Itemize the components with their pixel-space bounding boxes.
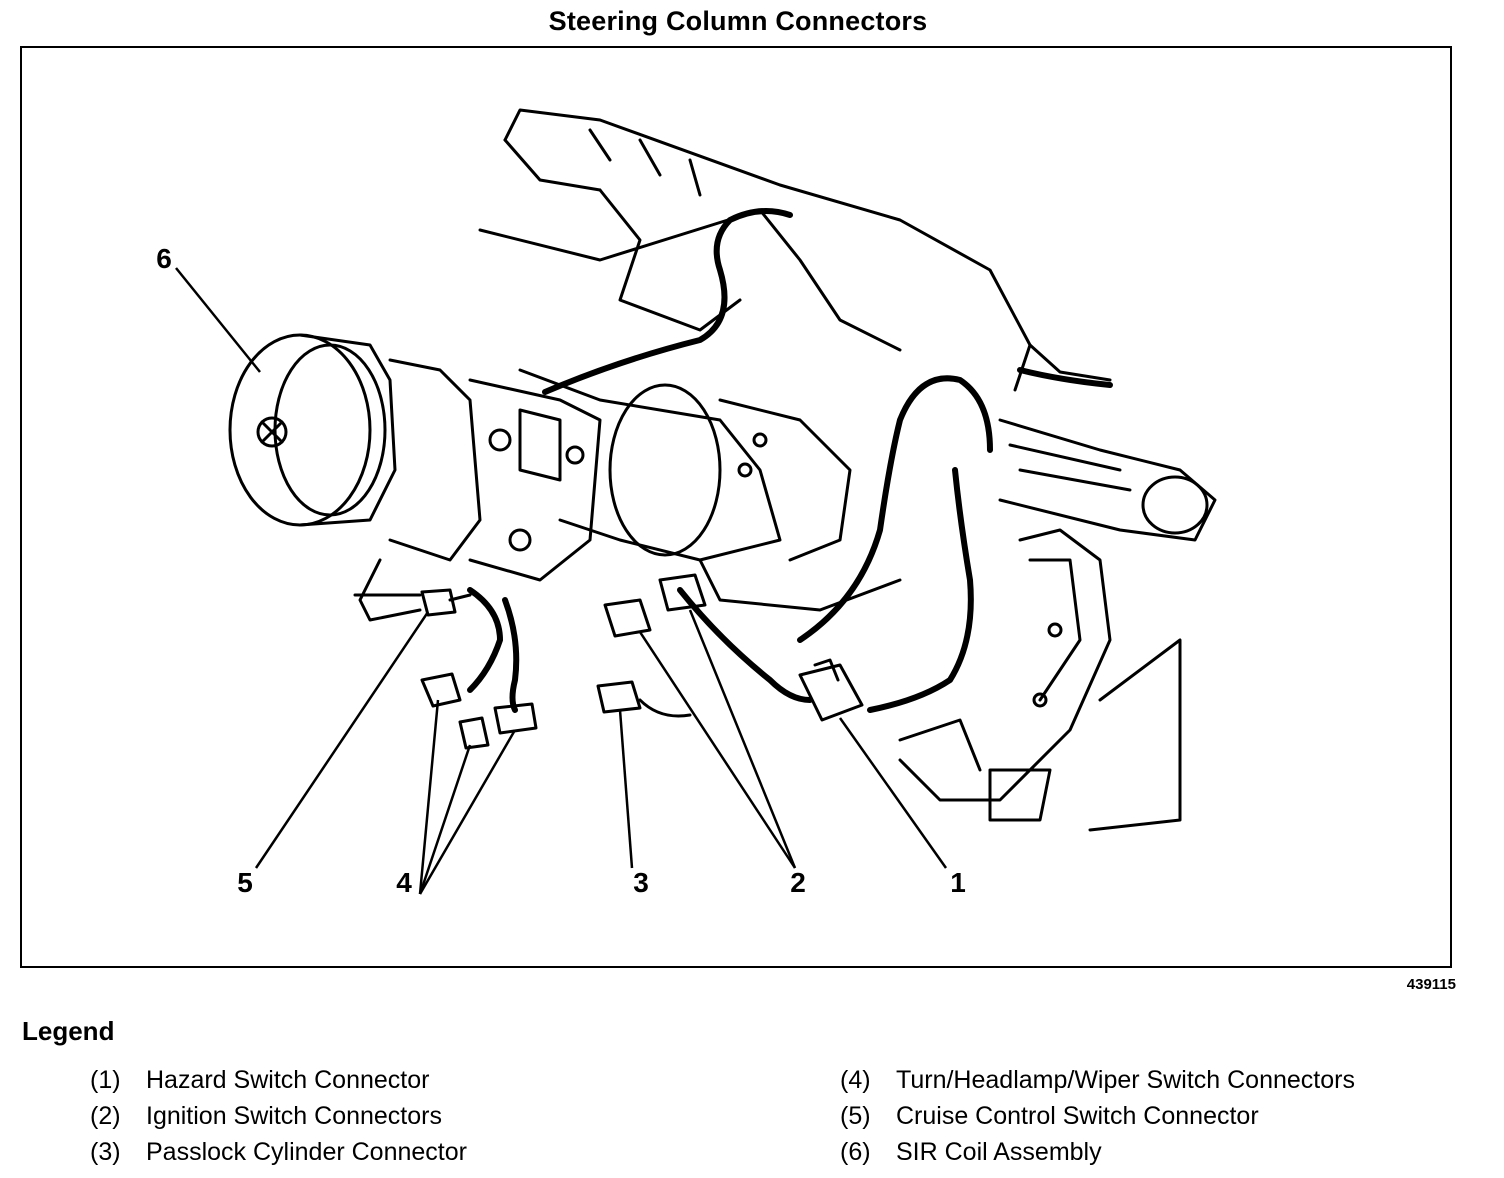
leader-line-2a xyxy=(638,631,797,869)
legend-item: (6) SIR Coil Assembly xyxy=(840,1138,1102,1167)
turn-headlamp-wiper-connectors xyxy=(420,672,538,750)
legend-item-number: (4) xyxy=(840,1066,871,1094)
leader-line-4c xyxy=(418,729,517,895)
legend-item-label: Turn/Headlamp/Wiper Switch Connectors xyxy=(896,1066,1355,1094)
legend-item-label: Hazard Switch Connector xyxy=(146,1066,430,1094)
ignition-switch-connectors xyxy=(603,573,707,638)
leader-line-1 xyxy=(838,717,948,869)
callout-4: 4 xyxy=(396,867,412,898)
legend-item: (1) Hazard Switch Connector xyxy=(90,1066,429,1095)
leader-lines xyxy=(175,267,948,895)
passlock-cylinder-connector xyxy=(596,680,692,718)
illustration-frame xyxy=(20,46,1452,968)
callout-6: 6 xyxy=(156,243,172,274)
legend-item: (3) Passlock Cylinder Connector xyxy=(90,1138,467,1167)
leader-line-3 xyxy=(618,709,634,869)
legend-item-number: (2) xyxy=(90,1102,121,1130)
callout-2: 2 xyxy=(790,867,806,898)
figure-number: 439115 xyxy=(1406,976,1456,993)
legend-item-number: (1) xyxy=(90,1066,121,1094)
mounting-bracket xyxy=(898,528,1182,832)
leader-line-4a xyxy=(418,699,440,895)
wiring-harness xyxy=(467,208,1113,713)
legend-item-number: (5) xyxy=(840,1102,871,1130)
sir-coil-assembly xyxy=(228,333,482,622)
dash-support-beam xyxy=(478,108,1032,392)
right-crossbar xyxy=(998,343,1217,542)
legend-item-label: Passlock Cylinder Connector xyxy=(146,1138,467,1166)
legend-item-number: (6) xyxy=(840,1138,871,1166)
leader-line-6 xyxy=(175,267,261,373)
leader-line-5 xyxy=(254,611,430,869)
legend-item-number: (3) xyxy=(90,1138,121,1166)
legend-item: (5) Cruise Control Switch Connector xyxy=(840,1102,1259,1131)
legend-item: (2) Ignition Switch Connectors xyxy=(90,1102,442,1131)
callout-1: 1 xyxy=(950,867,966,898)
callout-3: 3 xyxy=(633,867,649,898)
legend-item-label: SIR Coil Assembly xyxy=(896,1138,1102,1166)
leader-line-2b xyxy=(688,609,797,869)
ignition-switch-housing xyxy=(468,378,602,582)
steering-column-tube xyxy=(518,368,902,612)
cruise-control-connector xyxy=(420,588,472,617)
diagram-title: Steering Column Connectors xyxy=(548,6,928,36)
callout-5: 5 xyxy=(237,867,253,898)
legend-heading: Legend xyxy=(22,1016,115,1046)
leader-line-4b xyxy=(418,744,472,895)
hazard-switch-connector xyxy=(798,658,864,722)
legend-item: (4) Turn/Headlamp/Wiper Switch Connectors xyxy=(840,1066,1355,1095)
legend-item-label: Ignition Switch Connectors xyxy=(146,1102,442,1130)
legend-item-label: Cruise Control Switch Connector xyxy=(896,1102,1259,1130)
